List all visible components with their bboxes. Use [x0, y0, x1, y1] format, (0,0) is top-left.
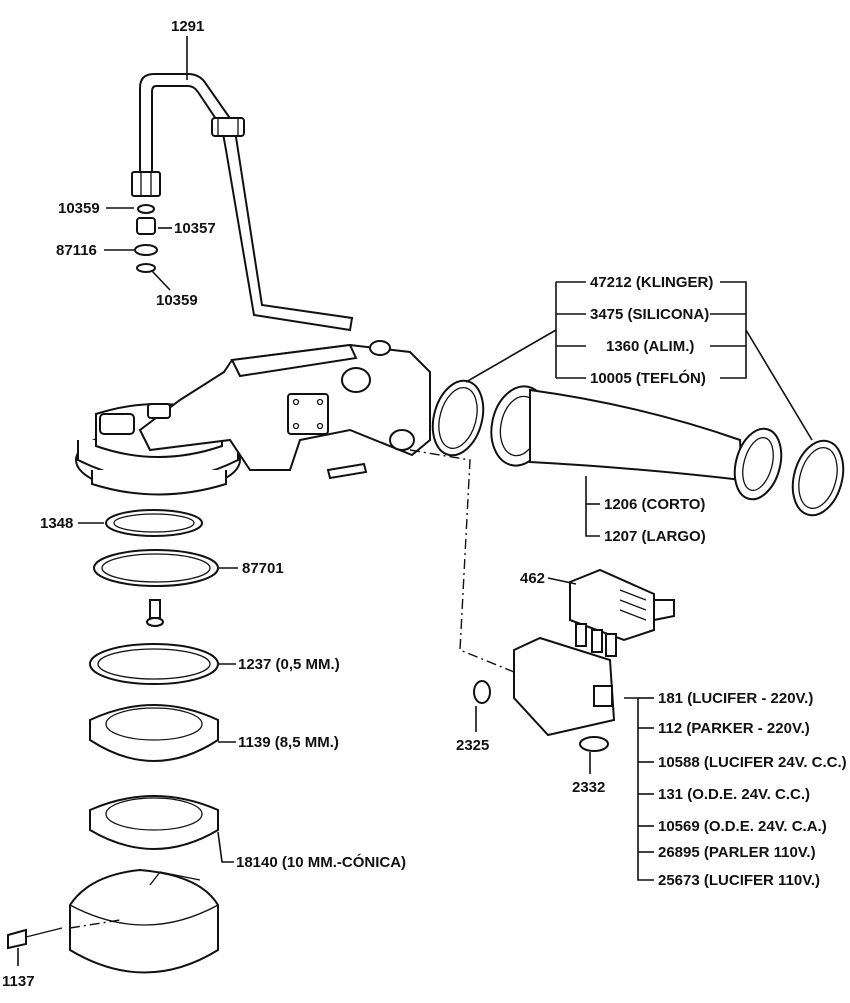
label-1237: 1237 (0,5 MM.) — [238, 656, 340, 673]
label-1348: 1348 — [40, 515, 73, 532]
leader-lines — [17, 36, 813, 966]
label-1360: 1360 (ALIM.) — [606, 338, 694, 355]
label-1139: 1139 (8,5 MM.) — [238, 734, 339, 751]
assembly-lines — [69, 449, 515, 929]
label-10359-bottom: 10359 — [156, 292, 198, 309]
label-18140: 18140 (10 MM.-CÓNICA) — [236, 853, 406, 871]
label-2325: 2325 — [456, 737, 489, 754]
label-131: 131 (O.D.E. 24V. C.C.) — [658, 786, 810, 803]
label-10569: 10569 (O.D.E. 24V. C.A.) — [658, 818, 827, 835]
label-10005: 10005 (TEFLÓN) — [590, 369, 706, 387]
fitting-stack — [131, 171, 161, 273]
label-1291: 1291 — [171, 18, 204, 35]
solenoid-valve — [473, 568, 675, 752]
label-2332: 2332 — [572, 779, 605, 796]
label-462: 462 — [520, 570, 545, 587]
label-10588: 10588 (LUCIFER 24V. C.C.) — [658, 754, 847, 771]
group-head-body — [75, 340, 431, 496]
pipe-1291 — [139, 73, 354, 332]
label-47212: 47212 (KLINGER) — [590, 274, 713, 291]
label-1207: 1207 (LARGO) — [604, 528, 706, 545]
left-gasket-stack — [89, 509, 219, 850]
label-25673: 25673 (LUCIFER 110V.) — [658, 872, 820, 889]
label-87701: 87701 — [242, 560, 284, 577]
label-112: 112 (PARKER - 220V.) — [658, 720, 810, 737]
label-87116: 87116 — [56, 242, 97, 259]
label-181: 181 (LUCIFER - 220V.) — [658, 690, 813, 707]
label-10357: 10357 — [174, 220, 216, 237]
right-gaskets-tube — [431, 379, 845, 517]
label-1206: 1206 (CORTO) — [604, 496, 705, 513]
label-3475: 3475 (SILICONA) — [590, 306, 709, 323]
label-1137: 1137 — [2, 973, 35, 990]
label-26895: 26895 (PARLER 110V.) — [658, 844, 816, 861]
filter-holder-ring — [7, 868, 219, 974]
label-10359-top: 10359 — [58, 200, 100, 217]
part-labels: 1291 10359 10357 87116 10359 47212 (KLIN… — [2, 18, 847, 990]
